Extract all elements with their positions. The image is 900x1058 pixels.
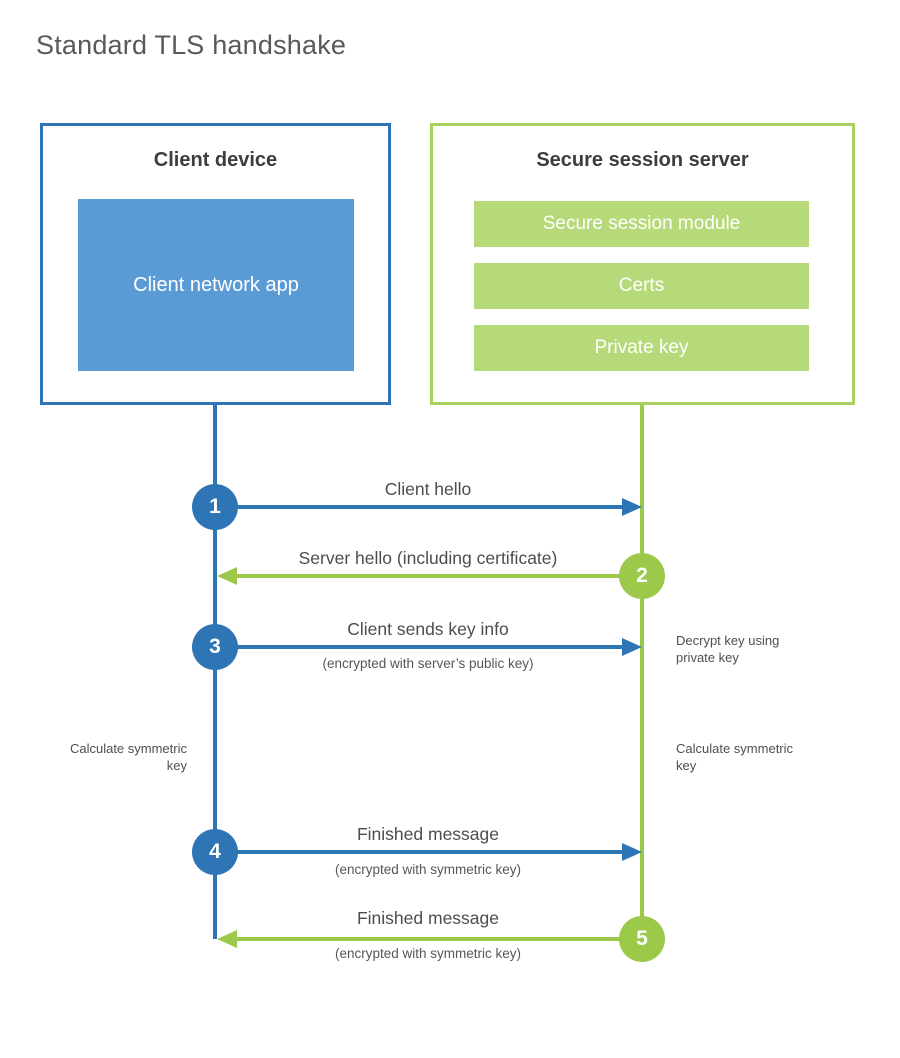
- step-1-circle: 1: [192, 484, 238, 530]
- note-calculate-symmetric-key-left: Calculate symmetric key: [69, 741, 187, 773]
- step-5-circle: 5: [619, 916, 665, 962]
- client-network-app-label: Client network app: [133, 274, 299, 296]
- step-3-label: Client sends key info: [347, 619, 509, 639]
- note-decrypt-key: Decrypt key using private key: [676, 633, 780, 665]
- step-3-circle: 3: [192, 624, 238, 670]
- step-2-arrowhead-left-icon: [217, 567, 237, 585]
- step-5-sublabel: (encrypted with symmetric key): [334, 946, 522, 961]
- step-2-arrow-line: [236, 574, 642, 578]
- server-module-certs: Certs: [474, 263, 809, 309]
- step-1-arrow-line: [215, 505, 624, 509]
- server-module-private-key: Private key: [474, 325, 809, 371]
- step-2-circle: 2: [619, 553, 665, 599]
- step-1-arrowhead-right-icon: [622, 498, 642, 516]
- page-title: Standard TLS handshake: [36, 30, 347, 60]
- client-network-app-box: Client network app: [78, 199, 354, 371]
- step-4-sublabel: (encrypted with symmetric key): [334, 862, 522, 877]
- step-3-arrowhead-right-icon: [622, 638, 642, 656]
- client-lifeline: [213, 405, 217, 939]
- client-device-title: Client device: [153, 149, 278, 171]
- step-5-arrow-line: [236, 937, 642, 941]
- step-3-arrow-line: [215, 645, 624, 649]
- step-2-label: Server hello (including certificate): [298, 548, 558, 568]
- step-4-label: Finished message: [356, 824, 500, 844]
- step-3-sublabel: (encrypted with server’s public key): [322, 656, 534, 671]
- step-5-label: Finished message: [356, 908, 500, 928]
- step-1-label: Client hello: [384, 479, 472, 499]
- step-4-arrow-line: [215, 850, 624, 854]
- server-module-secure-session: Secure session module: [474, 201, 809, 247]
- step-5-arrowhead-left-icon: [217, 930, 237, 948]
- step-4-arrowhead-right-icon: [622, 843, 642, 861]
- server-title: Secure session server: [536, 149, 749, 171]
- step-4-circle: 4: [192, 829, 238, 875]
- note-calculate-symmetric-key-right: Calculate symmetric key: [676, 741, 794, 773]
- server-lifeline: [640, 405, 644, 940]
